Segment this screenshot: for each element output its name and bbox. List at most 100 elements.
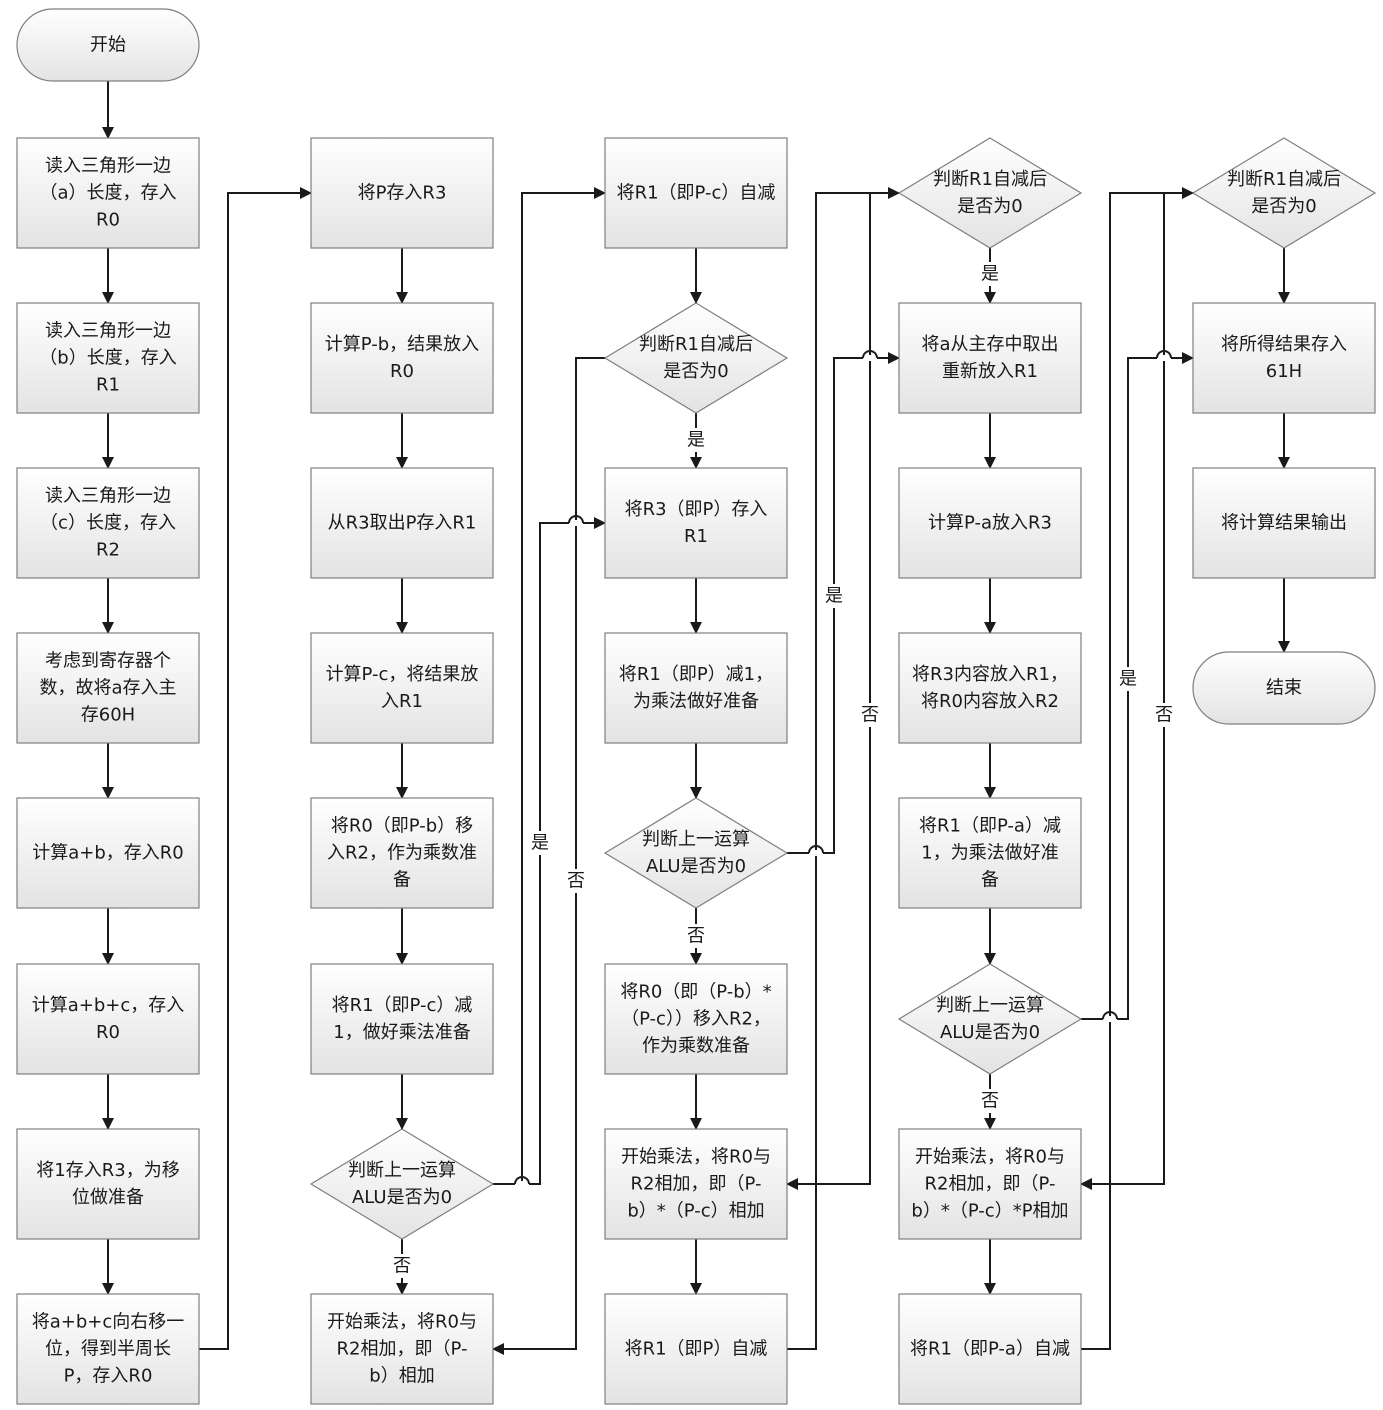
node-text-line: 数，故将a存入主 [39,678,176,699]
node-text-line: 将R3内容放入R1， [912,664,1068,685]
process-compute-p-minus-b: 计算P-b，结果放入 R0 [310,302,494,414]
edge-label-bg [859,703,881,727]
node-text-line: 判断上一运算 [348,1160,456,1181]
edge-label-bg [1153,703,1175,727]
node-text-line: R0 [390,361,414,382]
node-text-line: 计算P-b，结果放入 [325,334,479,355]
node-text-line: 计算a+b+c，存入 [32,995,185,1016]
edge-label-bg [685,924,707,948]
arrow-col2-to-col3 [493,187,606,1185]
node-layer: 开始读入三角形一边（a）长度，存入R0读入三角形一边（b）长度，存入R1读入三角… [16,8,1377,1405]
process-box [898,467,1082,579]
process-box [1192,302,1376,414]
node-text-line: 判断R1自减后 [1227,169,1341,190]
node-text-line: 备 [981,870,999,891]
node-text-line: 读入三角形一边 [45,486,171,507]
node-text-line: 1，做好乘法准备 [333,1022,470,1043]
arrow-col1-to-col2 [199,187,312,1350]
crossing-gap [569,520,583,526]
crossing-hop [808,845,824,854]
node-text-line: 判断上一运算 [642,829,750,850]
node-text-line: R2 [96,540,120,561]
node-text-line: 重新放入R1 [942,361,1038,382]
process-self-decrement-r1-p: 将R1（即P）自减 [604,1293,788,1405]
edge-label: 是 [981,264,999,285]
process-read-side-a: 读入三角形一边（a）长度，存入R0 [16,137,200,249]
node-text-line: 开始乘法，将R0与 [621,1147,771,1168]
process-decrement-r1: 将R1（即P-c）减1，做好乘法准备 [310,963,494,1075]
node-text-line: R1 [684,526,708,547]
process-box [604,1293,788,1405]
process-store-r3-r1: 将R3（即P）存入 R1 [604,467,788,579]
node-text-line: 将R3（即P）存入 [625,499,768,520]
process-box [604,963,788,1075]
node-text-line: 计算P-a放入R3 [928,513,1052,534]
node-text-line: 将计算结果输出 [1221,513,1347,534]
node-text-line: （P-c））移入R2， [621,1009,771,1030]
process-read-side-b: 读入三角形一边（b）长度，存入R1 [16,302,200,414]
process-box [898,1293,1082,1405]
node-text-line: R0 [96,1022,120,1043]
node-text-line: 为乘法做好准备 [633,691,759,712]
process-box [16,797,200,909]
node-text-line: 备 [393,870,411,891]
node-text-line: 存60H [81,705,135,726]
node-text-line: 入R2，作为乘数准 [327,843,477,864]
decision-diamond [1191,137,1377,249]
process-box [16,1128,200,1240]
process-store-p-r3: 将P存入R3 [310,137,494,249]
process-box [1192,467,1376,579]
arrow-c3d1-no [492,357,605,1355]
process-box [16,632,200,744]
crossing-hop [568,515,584,524]
end-terminal: 结束 [1192,651,1376,725]
process-move-r0-r2: 将R0（即P-b）移入R2，作为乘数准备 [310,797,494,909]
process-move-product-r2: 将R0（即（P-b）*（P-c））移入R2，作为乘数准备 [604,963,788,1075]
node-text-line: ALU是否为0 [940,1022,1040,1043]
process-box [16,963,200,1075]
process-box [16,1293,200,1405]
process-self-decrement-r1: 将R1（即P-c）自减 [604,137,788,249]
node-text-line: 将R1（即P-c）自减 [617,183,776,204]
node-text-line: 读入三角形一边 [45,321,171,342]
node-text-line: R2相加，即（P- [631,1174,762,1195]
node-text-line: 读入三角形一边 [45,156,171,177]
node-text-line: R1 [96,375,120,396]
node-text-line: 是否为0 [1251,196,1316,217]
process-box [898,1128,1082,1240]
edge-label: 否 [1155,705,1173,726]
node-text-line: 开始乘法，将R0与 [327,1312,477,1333]
process-box [604,137,788,249]
terminal-shape [16,8,200,82]
node-text-line: 是否为0 [957,196,1022,217]
crossing-hop [1156,350,1172,359]
process-box [604,467,788,579]
node-text-line: 位做准备 [72,1187,144,1208]
process-copy-registers: 将R3内容放入R1，将R0内容放入R2 [898,632,1082,744]
node-text-line: 位，得到半周长 [45,1339,171,1360]
process-box [898,632,1082,744]
process-compute-p-minus-a: 计算P-a放入R3 [898,467,1082,579]
node-text-line: （a）长度，存入 [39,183,176,204]
node-text-line: 将R1（即P）自减 [625,1339,768,1360]
arrow-c5d1-no [1080,192,1193,1190]
process-box [310,963,494,1075]
process-box [16,137,200,249]
node-text-line: P，存入R0 [64,1366,153,1387]
crossing-hop [1102,1011,1118,1020]
node-text-line: 将R1（即P-a）自减 [910,1339,1070,1360]
process-load-p-r1: 从R3取出P存入R1 [310,467,494,579]
edge-label: 是 [1119,669,1137,690]
crossing-gap [863,355,877,361]
connector-layer [102,81,1290,1355]
decision-diamond [603,302,789,414]
